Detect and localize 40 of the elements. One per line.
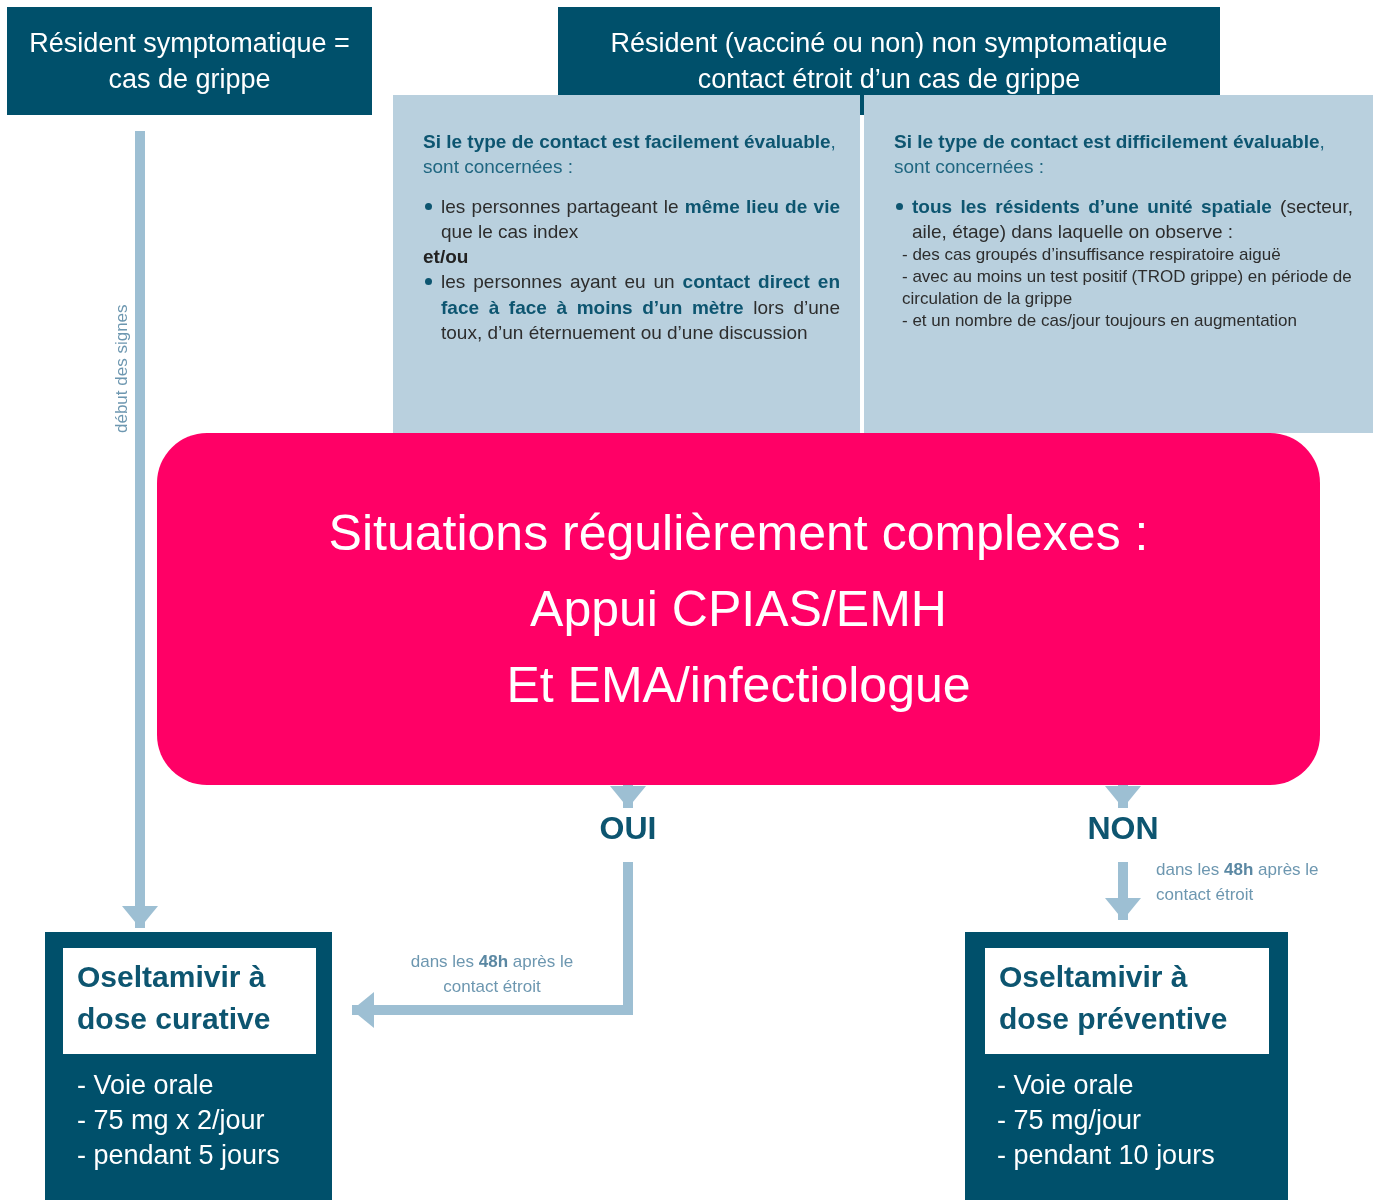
treatment-box (45, 932, 332, 1200)
overlay-text: Situations régulièrement complexes : (327, 504, 1150, 563)
highlight-banner (157, 433, 1320, 785)
arrow (1105, 785, 1141, 808)
title-box (63, 948, 316, 1054)
treatment-title: Oseltamivir à dose préventive (999, 959, 1229, 1037)
dash-item: - des cas groupés d’insuffisance respiratoire aiguë (901, 244, 1282, 267)
arrow (122, 131, 158, 928)
info-panel (864, 95, 1373, 433)
decision-label: NON (1080, 810, 1166, 858)
list-item: - Voie orale (997, 1069, 1135, 1102)
column-heading: Si le type de contact est difficilement évaluable, sont concernées : (894, 130, 1326, 180)
edge-label: début des signes (111, 304, 132, 433)
overlay-text: Et EMA/infectiologue (505, 656, 972, 715)
list-item: - 75 mg x 2/jour (77, 1104, 266, 1138)
bullet-text: les personnes partageant le même lieu de vie que le cas index (423, 193, 840, 245)
list-item: - pendant 5 jours (77, 1139, 281, 1173)
arrow (352, 862, 633, 1028)
node-title: Résident symptomatique = cas de grippe (28, 26, 351, 96)
header-box (7, 7, 372, 115)
bullet-text: tous les résidents d’une unité spatiale (secteur, aile, étage) dans laquelle on observe : (894, 193, 1353, 245)
list-item: - 75 mg/jour (997, 1104, 1143, 1138)
decision-label: OUI (585, 810, 671, 858)
overlay-text: Appui CPIAS/EMH (529, 580, 948, 639)
list-item: - Voie orale (77, 1069, 215, 1102)
column-heading: Si le type de contact est facilement évaluable, sont concernées : (423, 130, 837, 180)
arrow (610, 785, 646, 808)
arrow (1105, 862, 1141, 920)
connector-text: et/ou (423, 245, 470, 270)
title-box (985, 948, 1269, 1054)
treatment-box (965, 932, 1288, 1200)
node-title: Résident (vacciné ou non) non symptomatique contact étroit d’un cas de grippe (609, 26, 1169, 96)
edge-label: dans les 48h après le contact étroit (1156, 859, 1320, 906)
dash-item: - avec au moins un test positif (TROD grippe) en période de circulation de la grippe (901, 266, 1353, 311)
treatment-title: Oseltamivir à dose curative (77, 959, 272, 1037)
edge-label: dans les 48h après le contact étroit (409, 951, 575, 998)
bullet-text: les personnes ayant eu un contact direct en face à face à moins d’un mètre lors d’une toux, d’un éternuement ou d’une discussion (423, 269, 840, 346)
list-item: - pendant 10 jours (997, 1139, 1216, 1173)
info-panel (393, 95, 860, 433)
dash-item: - et un nombre de cas/jour toujours en augmentation (901, 310, 1299, 333)
